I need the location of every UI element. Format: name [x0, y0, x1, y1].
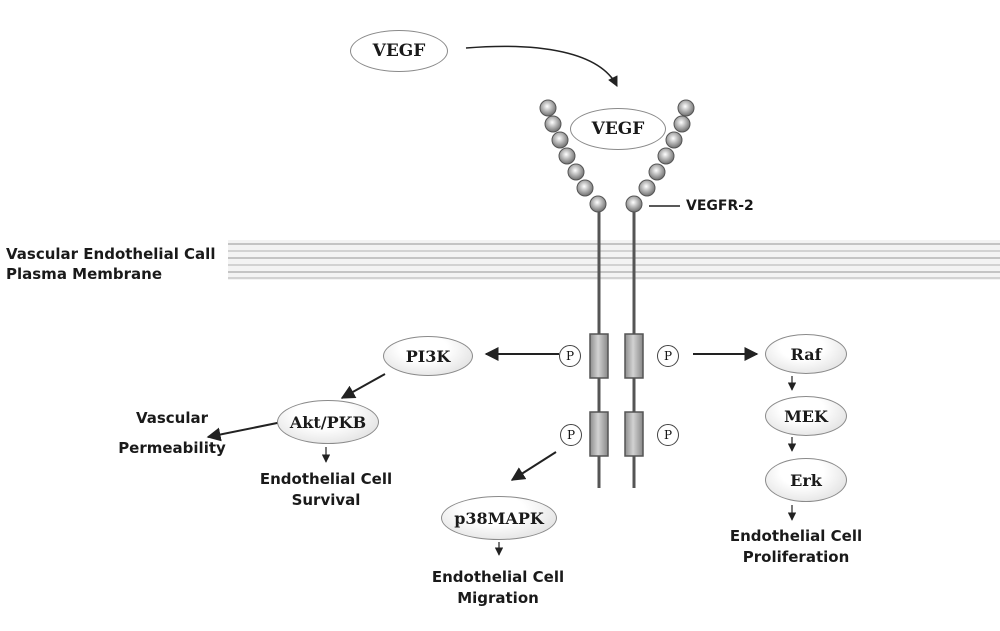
outcome-survival-line2: Survival — [291, 491, 361, 509]
outcome-permeability-line1: Vascular — [135, 409, 209, 427]
erk-node: Erk — [765, 458, 847, 502]
phospho-tag: P — [657, 424, 679, 446]
outcome-survival-line1: Endothelial Cell — [259, 470, 393, 488]
plasma-membrane — [228, 240, 1000, 280]
phospho-tag: P — [560, 424, 582, 446]
receptor-right-domains — [625, 99, 695, 213]
arrow-to-permeability — [206, 421, 283, 442]
pi3k-node: PI3K — [383, 336, 473, 376]
vegf-bound-ligand: VEGF — [570, 108, 666, 150]
phospho-tag: P — [657, 345, 679, 367]
raf-node: Raf — [765, 334, 847, 374]
membrane-label-line2: Plasma Membrane — [6, 265, 162, 283]
membrane-label-line1: Vascular Endothelial Call — [6, 245, 216, 263]
outcome-proliferation-line1: Endothelial Cell — [729, 527, 863, 545]
p38mapk-node: p38MAPK — [441, 496, 557, 540]
arrow-vegf-binding — [465, 45, 618, 87]
kinase-domains — [589, 333, 644, 457]
outcome-migration-line2: Migration — [457, 589, 539, 607]
receptor-left-domains — [539, 99, 607, 213]
outcome-migration-line1: Endothelial Cell — [431, 568, 565, 586]
arrow-pi3k-to-akt — [340, 373, 386, 399]
outcome-permeability-line2: Permeability — [118, 439, 226, 457]
outcome-proliferation-line2: Proliferation — [742, 548, 850, 566]
vegf-ligand: VEGF — [350, 30, 448, 72]
akt-pkb-node: Akt/PKB — [277, 400, 379, 444]
vegfr2-label: VEGFR-2 — [686, 198, 754, 214]
phospho-tag: P — [559, 345, 581, 367]
arrow-to-p38 — [510, 451, 557, 481]
mek-node: MEK — [765, 396, 847, 436]
